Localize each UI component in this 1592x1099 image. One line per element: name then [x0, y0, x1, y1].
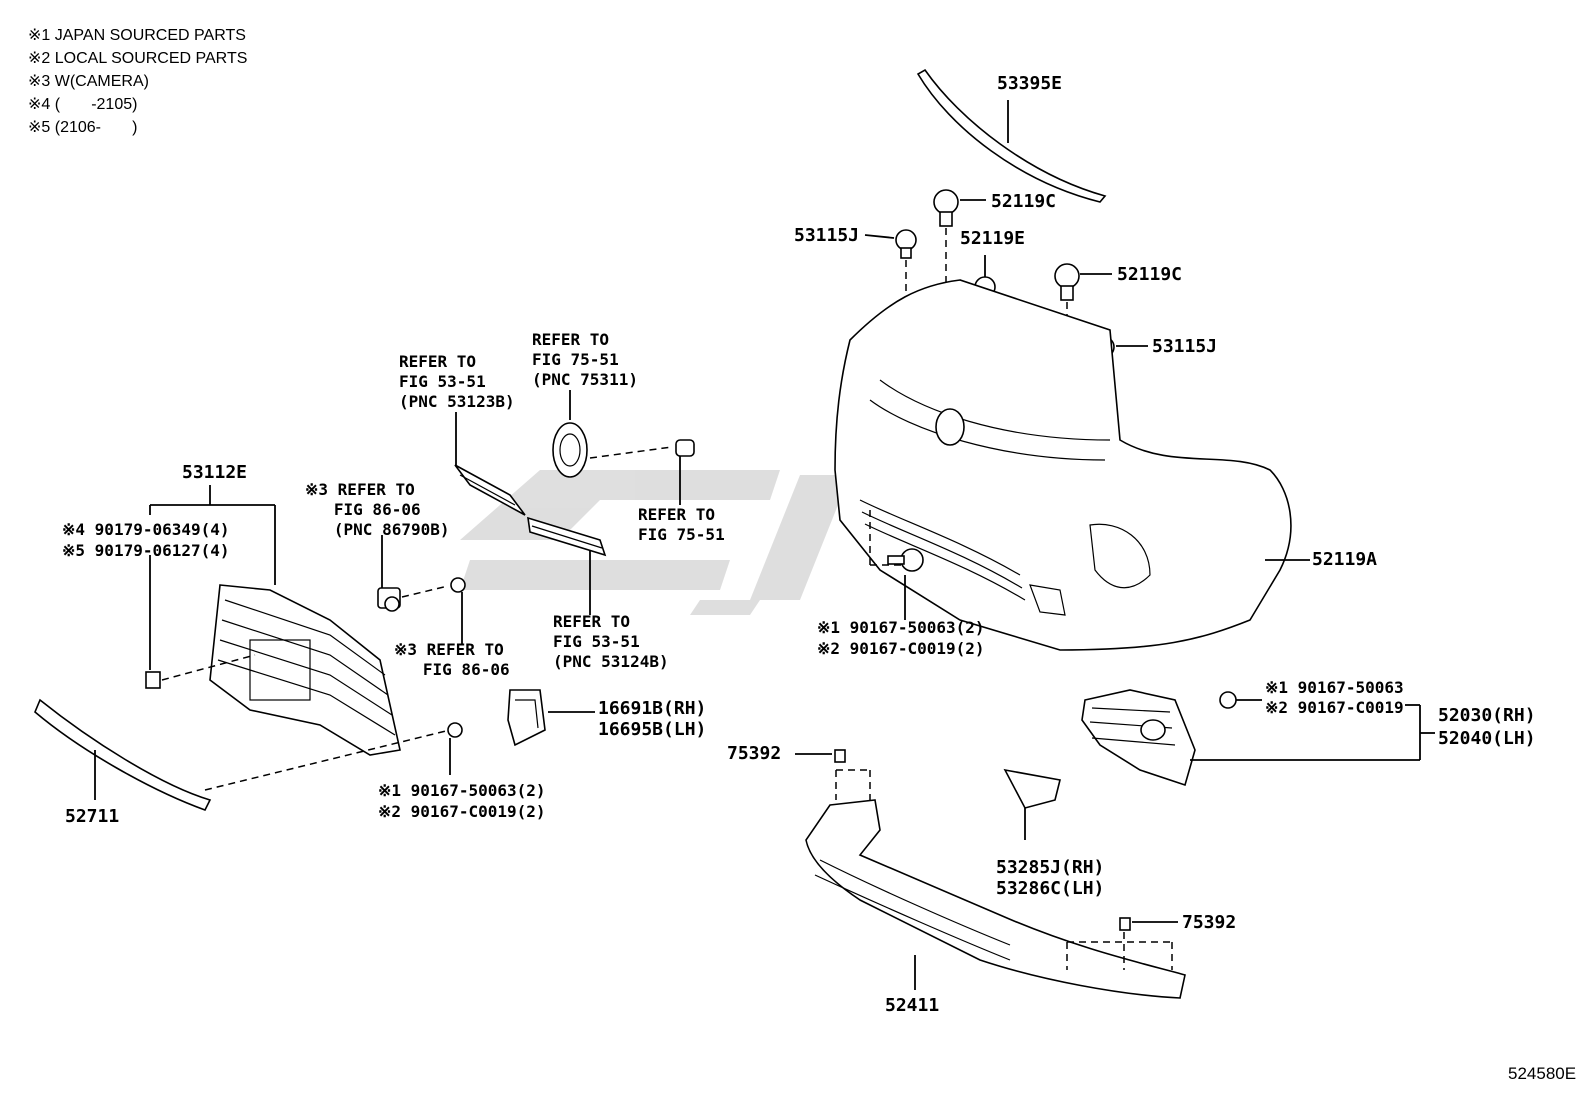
label-ref-fig-86-06-a[interactable]: ※3 REFER TO FIG 86-06 (PNC 86790B) [305, 480, 450, 539]
label-ref-fig-53-51-b[interactable]: REFER TO FIG 53-51 (PNC 53124B) [553, 612, 669, 671]
label-note5-90179[interactable]: ※5 90179-06127(4) [62, 541, 230, 560]
note-2: ※2 LOCAL SOURCED PARTS [28, 50, 248, 67]
label-ref-fig-75-51-b[interactable]: REFER TO FIG 75-51 [638, 505, 725, 544]
label-note2-90167-right[interactable]: ※2 90167-C0019 [1265, 698, 1404, 717]
label-52711[interactable]: 52711 [65, 806, 120, 827]
clip-53115J-left[interactable] [864, 229, 917, 330]
label-52119E[interactable]: 52119E [960, 228, 1026, 249]
label-53112E[interactable]: 53112E [182, 462, 248, 483]
note-4: ※4 ( -2105) [28, 96, 138, 113]
part-53285J-cover[interactable] [1003, 768, 1061, 840]
label-53285J[interactable]: 53285J(RH) [996, 857, 1105, 878]
label-16691B[interactable]: 16691B(RH) [598, 698, 707, 719]
part-grille-strip-53123B[interactable] [454, 412, 526, 516]
note-3: ※3 W(CAMERA) [28, 73, 149, 90]
label-note1-90167-bottom[interactable]: ※1 90167-50063(2) [378, 781, 546, 800]
part-emblem[interactable] [552, 390, 695, 505]
part-53395E-molding[interactable] [916, 68, 1107, 203]
notes-legend: ※1 JAPAN SOURCED PARTS ※2 LOCAL SOURCED … [28, 24, 247, 139]
label-52411[interactable]: 52411 [885, 995, 940, 1016]
figure-id: 524580E [1508, 1064, 1577, 1083]
label-note4-90179[interactable]: ※4 90179-06349(4) [62, 520, 230, 539]
label-53286C[interactable]: 53286C(LH) [996, 878, 1105, 899]
part-52411-spoiler[interactable] [795, 749, 1186, 999]
label-75392-a[interactable]: 75392 [727, 743, 782, 764]
label-53115J-left[interactable]: 53115J [794, 225, 860, 246]
part-grille-strip-53124B[interactable] [527, 516, 607, 615]
label-16695B[interactable]: 16695B(LH) [598, 719, 707, 740]
label-ref-fig-86-06-b[interactable]: ※3 REFER TO FIG 86-06 [394, 640, 510, 679]
part-52711-molding[interactable] [34, 698, 463, 811]
part-camera-86790B[interactable] [377, 535, 466, 645]
label-52030[interactable]: 52030(RH) [1438, 705, 1536, 726]
part-16691B-bracket[interactable] [507, 689, 595, 747]
label-52119C-right[interactable]: 52119C [1117, 264, 1183, 285]
label-note1-90167-right[interactable]: ※1 90167-50063 [1265, 678, 1404, 697]
label-note2-90167-mid[interactable]: ※2 90167-C0019(2) [817, 639, 985, 658]
part-52030-fog-bezel[interactable] [1081, 689, 1435, 787]
label-note1-90167-mid[interactable]: ※1 90167-50063(2) [817, 618, 985, 637]
label-ref-fig-75-51-top[interactable]: REFER TO FIG 75-51 (PNC 75311) [532, 330, 638, 389]
label-note2-90167-bottom[interactable]: ※2 90167-C0019(2) [378, 802, 546, 821]
label-53115J-right[interactable]: 53115J [1152, 336, 1218, 357]
part-53112E-grille[interactable] [145, 485, 401, 756]
label-52040[interactable]: 52040(LH) [1438, 728, 1536, 749]
note-1: ※1 JAPAN SOURCED PARTS [28, 27, 246, 44]
part-52119A-bumper-cover[interactable] [834, 279, 1310, 651]
label-52119C-top[interactable]: 52119C [991, 191, 1057, 212]
note-5: ※5 (2106- ) [28, 119, 138, 136]
label-ref-fig-53-51-a[interactable]: REFER TO FIG 53-51 (PNC 53123B) [399, 352, 515, 411]
label-52119A[interactable]: 52119A [1312, 549, 1378, 570]
label-53395E[interactable]: 53395E [997, 73, 1063, 94]
bolt-90167-mid[interactable] [887, 548, 924, 620]
label-75392-b[interactable]: 75392 [1182, 912, 1237, 933]
